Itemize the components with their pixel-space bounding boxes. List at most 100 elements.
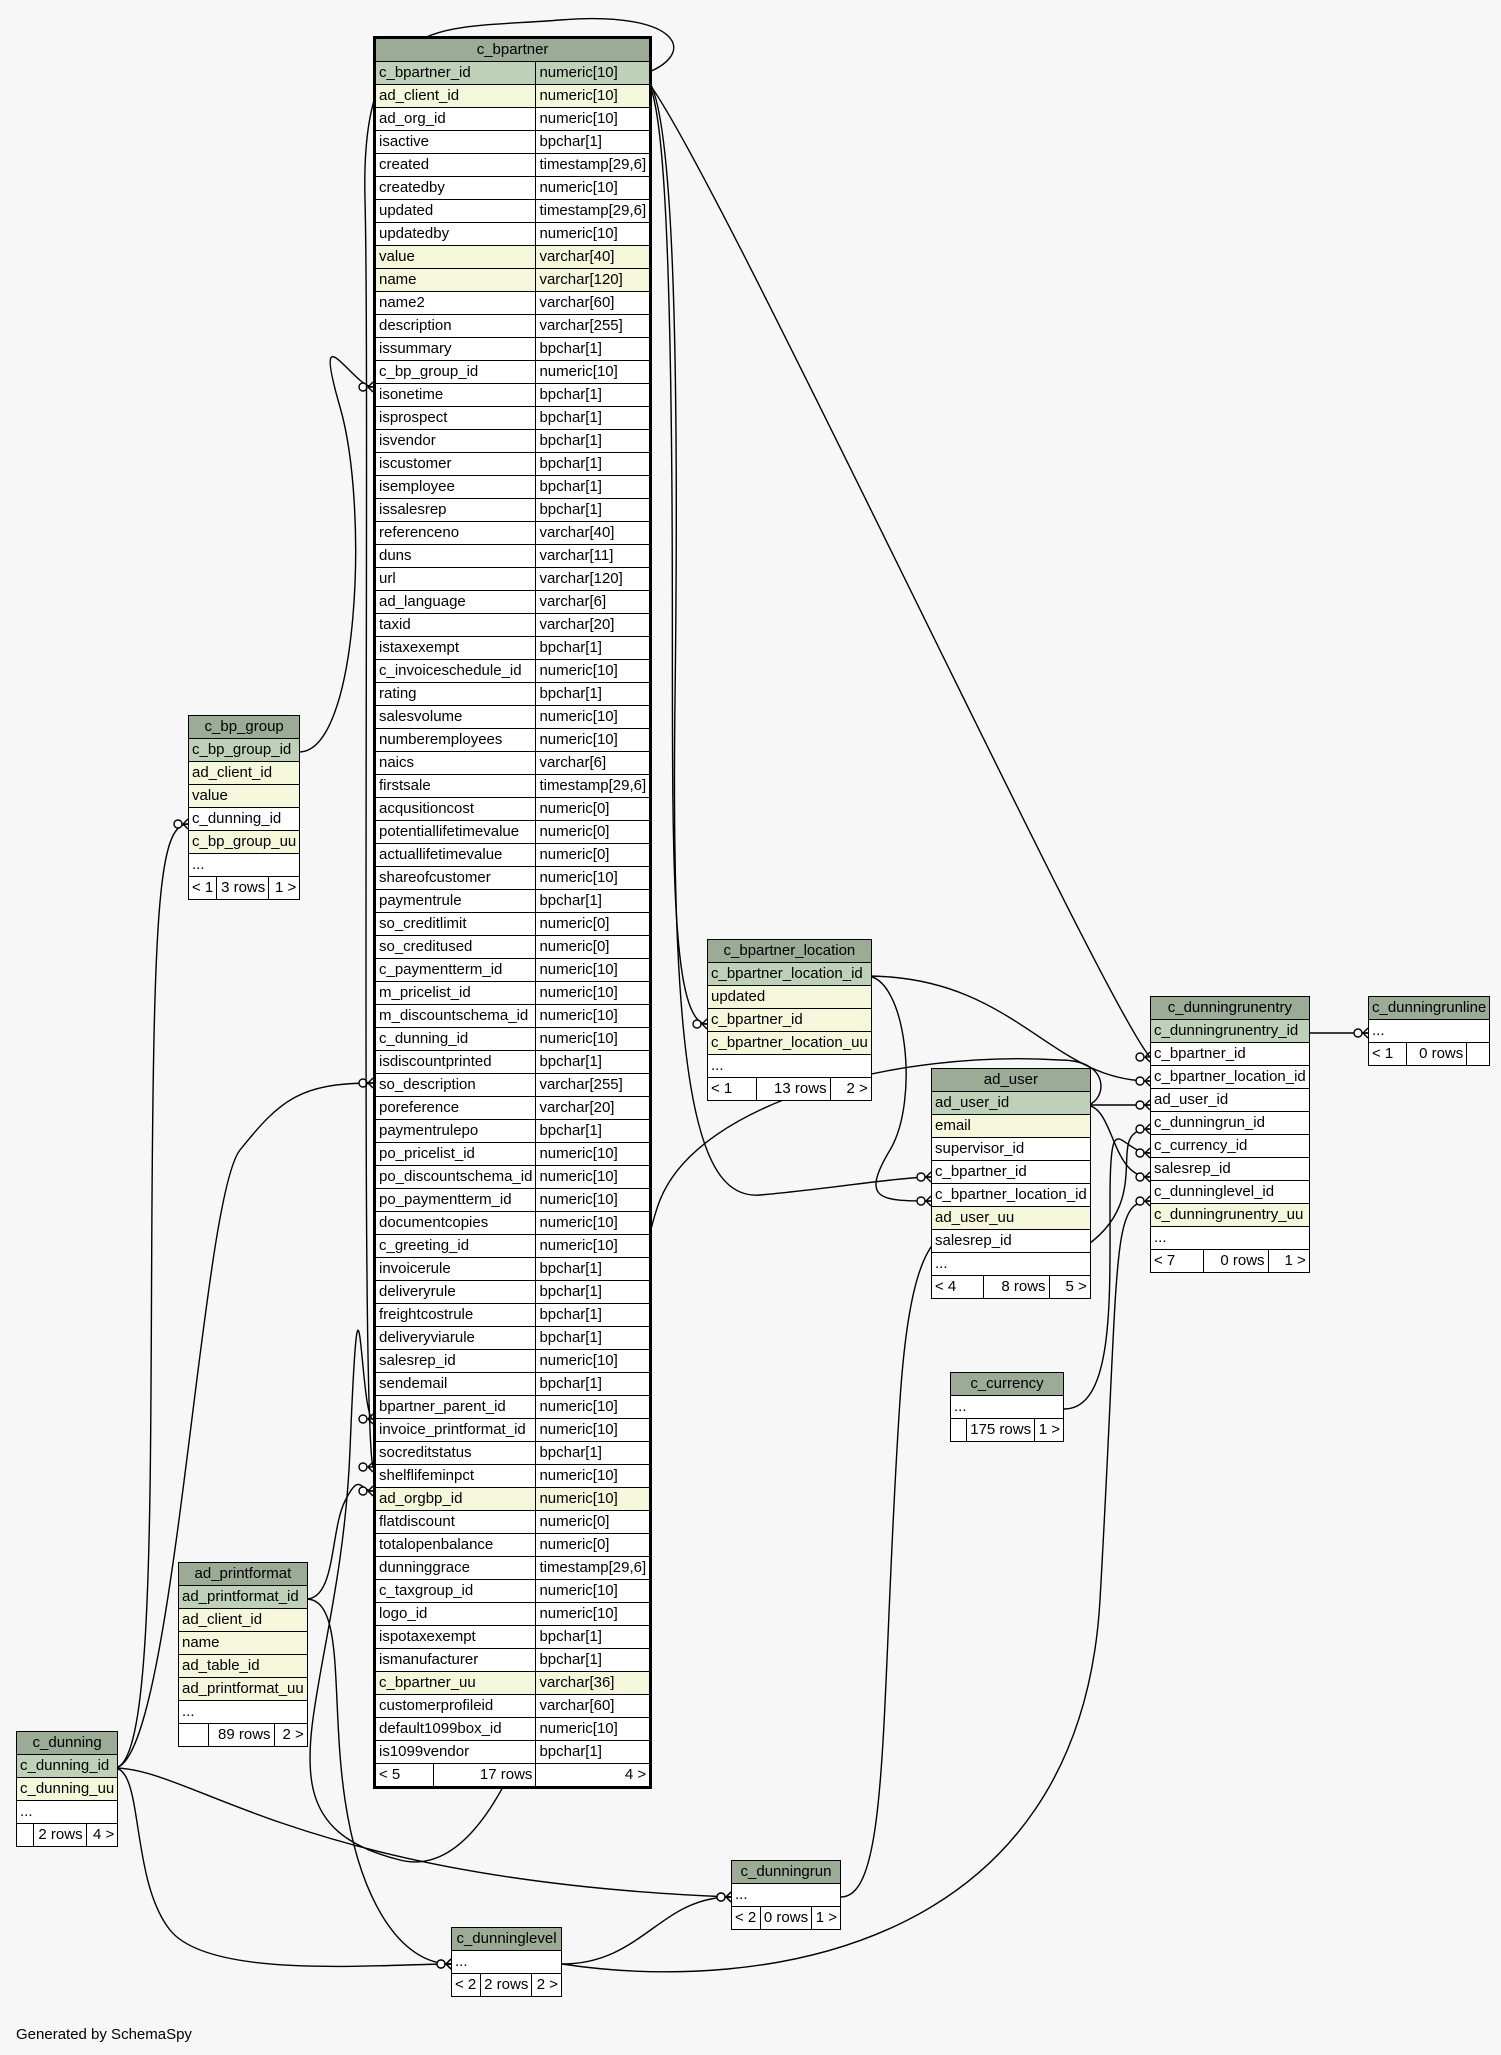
column-type: numeric[10]: [535, 705, 652, 729]
table-row: c_bpartner_location_id: [1150, 1065, 1310, 1089]
column-name: ...: [950, 1395, 1064, 1419]
column-type: numeric[10]: [535, 107, 652, 131]
children-count: 1 >: [811, 1906, 841, 1930]
table-row: name: [178, 1631, 308, 1655]
column-name: freightcostrule: [373, 1303, 537, 1327]
children-count: 2 >: [531, 1973, 562, 1997]
children-count: 1 >: [268, 876, 301, 900]
column-type: varchar[40]: [535, 245, 652, 269]
table-title: c_dunning: [15, 1731, 119, 1755]
column-name: ...: [451, 1950, 562, 1974]
column-name: updatedby: [373, 222, 537, 246]
column-type: bpchar[1]: [535, 429, 652, 453]
column-name: ...: [1150, 1226, 1310, 1250]
column-type: numeric[0]: [535, 1533, 652, 1557]
column-type: numeric[10]: [535, 1418, 652, 1442]
column-name: ...: [1367, 1019, 1491, 1043]
edge-dunning-bpartner: [113, 1082, 374, 1769]
column-name: ...: [931, 1252, 1091, 1276]
column-name: ad_user_id: [1150, 1088, 1310, 1112]
column-type: numeric[0]: [535, 1510, 652, 1534]
crowfoot-marker: [1135, 1075, 1151, 1087]
column-name: c_bpartner_id: [707, 1008, 872, 1032]
column-type: varchar[255]: [535, 314, 652, 338]
edge-dunning-dunninglevel: [113, 1767, 452, 1968]
column-name: salesvolume: [373, 705, 537, 729]
column-type: numeric[10]: [535, 981, 652, 1005]
table-row: c_dunning_id: [187, 807, 301, 831]
column-type: numeric[10]: [535, 1464, 652, 1488]
column-name: invoicerule: [373, 1257, 537, 1281]
table-row: ad_printformat_id: [178, 1585, 308, 1609]
column-name: ...: [178, 1700, 308, 1724]
column-name: isdiscountprinted: [373, 1050, 537, 1074]
column-name: ad_user_uu: [931, 1206, 1091, 1230]
edge-dunning-bpgroup: [113, 823, 189, 1769]
column-name: so_description: [373, 1073, 537, 1097]
column-type: numeric[10]: [535, 61, 652, 85]
table-row: ...: [950, 1395, 1064, 1419]
column-name: salesrep_id: [931, 1229, 1091, 1253]
table-row: c_bp_group_uu: [187, 830, 301, 854]
column-name: ad_user_id: [931, 1091, 1091, 1115]
column-name: c_bpartner_location_id: [931, 1183, 1091, 1207]
column-name: dunninggrace: [373, 1556, 537, 1580]
row-count: 0 rows: [1202, 1249, 1269, 1273]
column-name: isonetime: [373, 383, 537, 407]
table-row: ad_client_id: [187, 761, 301, 785]
edge-aduser-salesrep-dre: [1084, 1104, 1151, 1178]
column-name: isactive: [373, 130, 537, 154]
edge-printformat: [305, 1483, 374, 1600]
table-row: c_dunningrunentry_uu: [1150, 1203, 1310, 1227]
row-count: 89 rows: [208, 1723, 275, 1747]
column-type: numeric[10]: [535, 1211, 652, 1235]
column-type: timestamp[29,6]: [535, 199, 652, 223]
column-type: timestamp[29,6]: [535, 774, 652, 798]
column-name: m_discountschema_id: [373, 1004, 537, 1028]
column-name: is1099vendor: [373, 1740, 537, 1764]
column-name: istaxexempt: [373, 636, 537, 660]
column-name: c_greeting_id: [373, 1234, 537, 1258]
generated-by-caption: Generated by SchemaSpy: [16, 2026, 192, 2043]
column-name: customerprofileid: [373, 1694, 537, 1718]
column-type: bpchar[1]: [535, 337, 652, 361]
column-name: taxid: [373, 613, 537, 637]
column-name: rating: [373, 682, 537, 706]
column-type: varchar[40]: [535, 521, 652, 545]
column-name: c_dunning_id: [187, 807, 301, 831]
column-name: salesrep_id: [1150, 1157, 1310, 1181]
